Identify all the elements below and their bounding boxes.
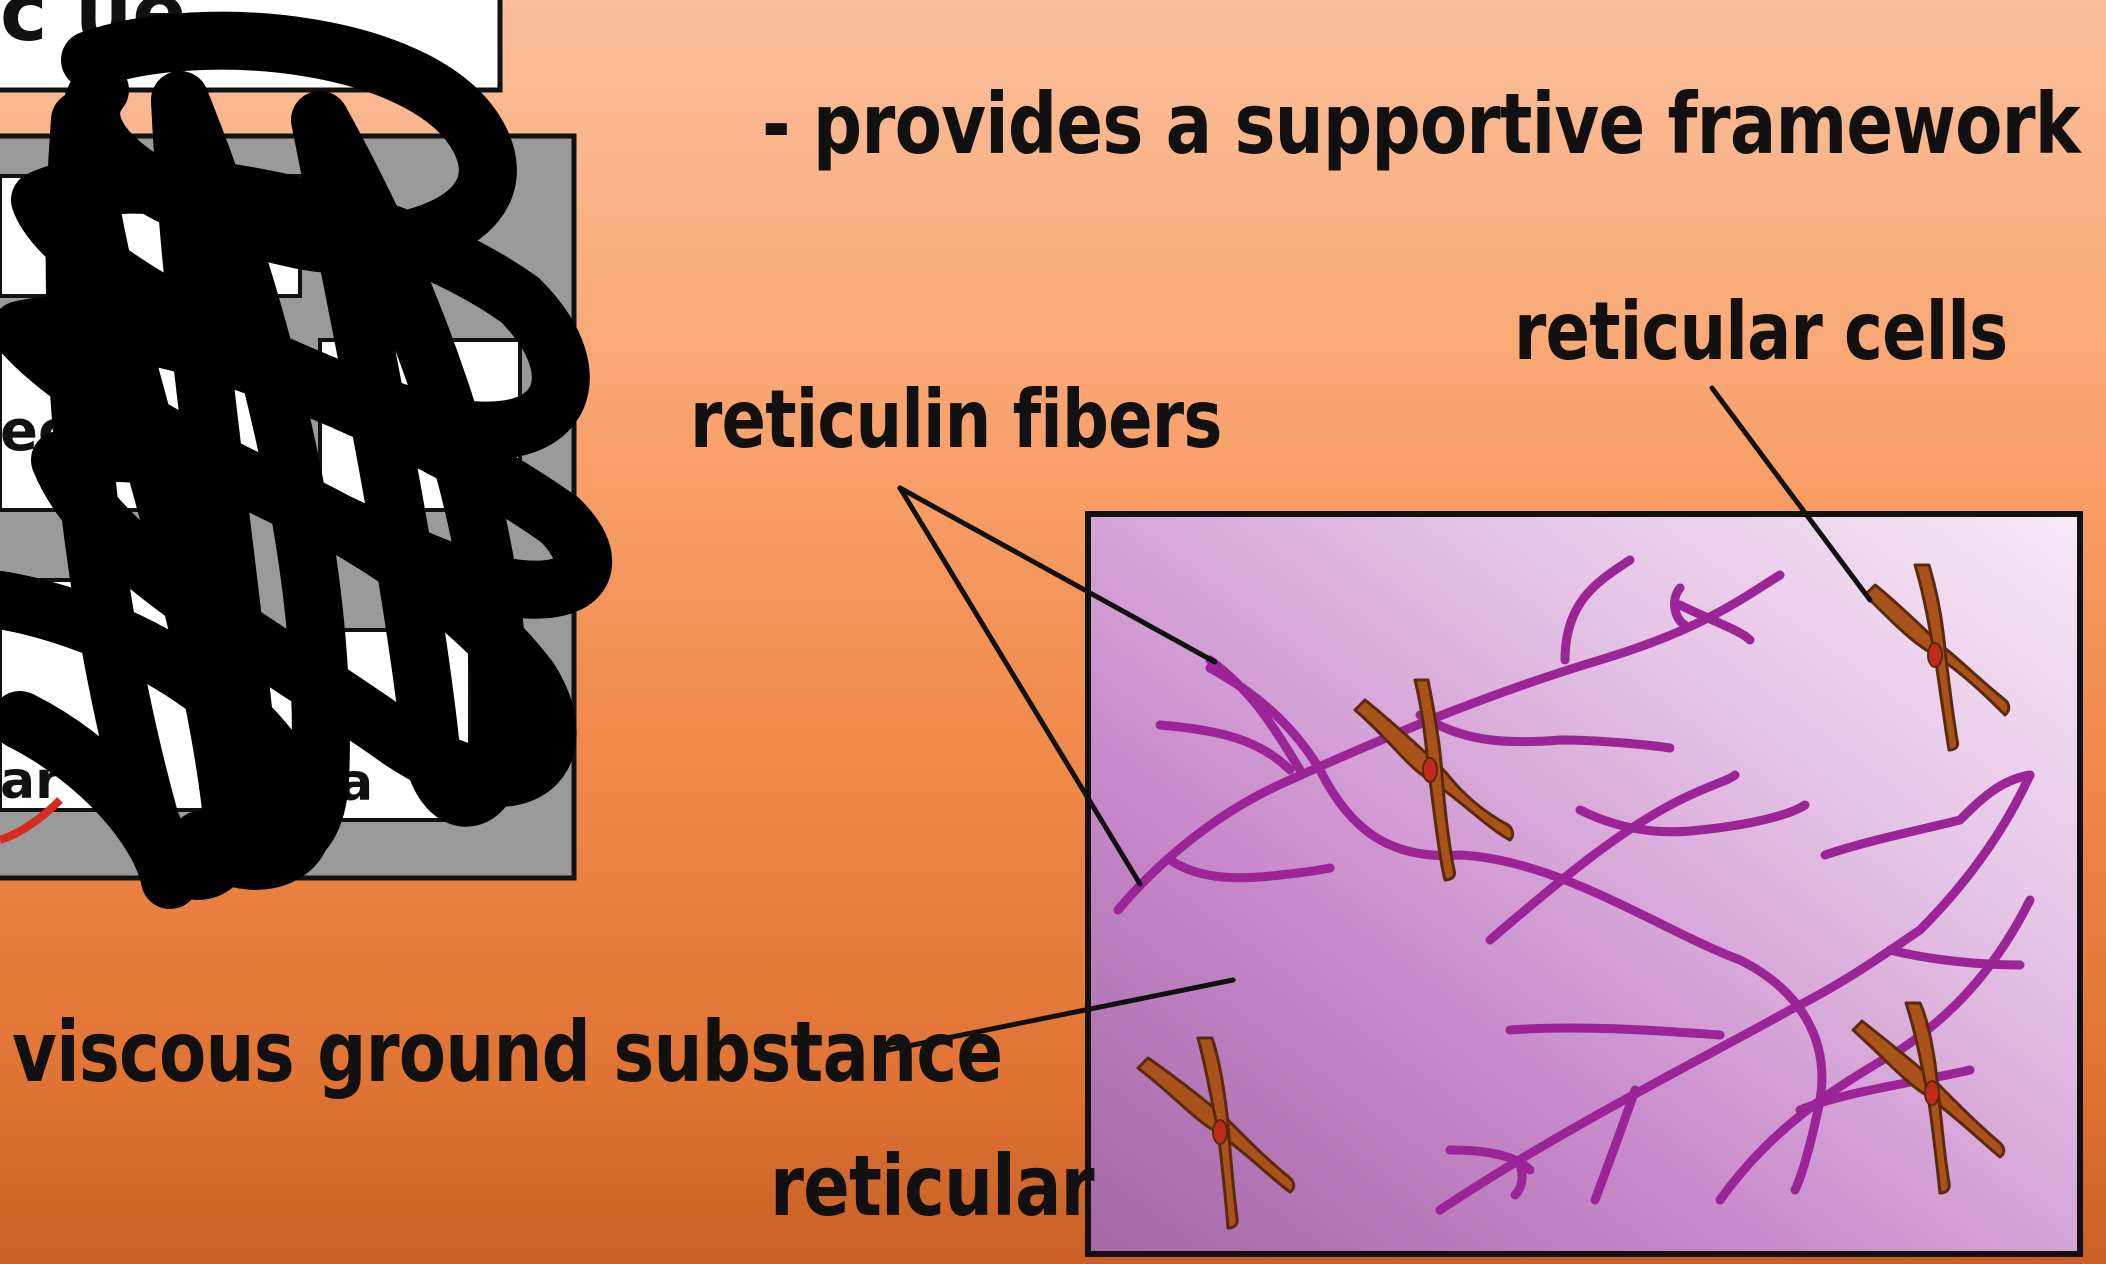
- fiber-19: [1795, 1065, 1975, 1115]
- cell-3-nucleus: [1212, 1119, 1228, 1145]
- fiber-4: [1670, 583, 1690, 630]
- pointer-lines: [875, 385, 1873, 1055]
- reticular-cell-4: [1851, 1001, 2006, 1195]
- fiber-13: [1435, 770, 2035, 1215]
- reticular-cells-label: reticular cells: [1514, 285, 2008, 378]
- scribble-redaction: [0, 11, 613, 909]
- fiber-10: [1575, 800, 1810, 837]
- reticular-cells: [1136, 563, 2011, 1230]
- cell-4-nucleus: [1924, 1080, 1940, 1106]
- tissue-type-label: reticular: [770, 1137, 1095, 1235]
- fiber-18: [1885, 945, 2025, 970]
- fiber-15: [1445, 1145, 1535, 1175]
- reticular-cell-2: [1863, 563, 2011, 752]
- fiber-11: [1820, 770, 2035, 860]
- support-text: - provides a supportive framework: [762, 75, 2081, 173]
- fiber-16: [1510, 1160, 1527, 1200]
- red-circle-mark: [0, 797, 63, 844]
- reticulin-fibers-label: reticulin fibers: [690, 373, 1222, 466]
- fiber-6: [1155, 720, 1295, 775]
- reticular-cell-3: [1136, 1036, 1296, 1230]
- fiber-17: [1590, 1085, 1640, 1205]
- reticulin-fibers: [1113, 555, 2035, 1215]
- fiber-3: [1675, 600, 1755, 645]
- fiber-20: [1205, 655, 1305, 775]
- pointer-fibers-a: [897, 485, 1218, 665]
- ground-substance-label: viscous ground substance: [12, 1003, 1003, 1101]
- left-panel: c ue ec ar ela: [0, 0, 613, 909]
- pointer-fibers-b: [897, 485, 1143, 887]
- fiber-2: [1560, 555, 1635, 665]
- fiber-8: [1415, 710, 1675, 753]
- fiber-9: [1485, 770, 1740, 945]
- fiber-7: [1165, 855, 1335, 883]
- pointer-ground: [875, 977, 1236, 1055]
- pointer-cells: [1709, 385, 1873, 603]
- reticular-cell-1: [1353, 678, 1515, 882]
- cell-1-nucleus: [1422, 757, 1438, 783]
- cell-2-nucleus: [1927, 642, 1943, 668]
- fiber-14: [1505, 1023, 1725, 1040]
